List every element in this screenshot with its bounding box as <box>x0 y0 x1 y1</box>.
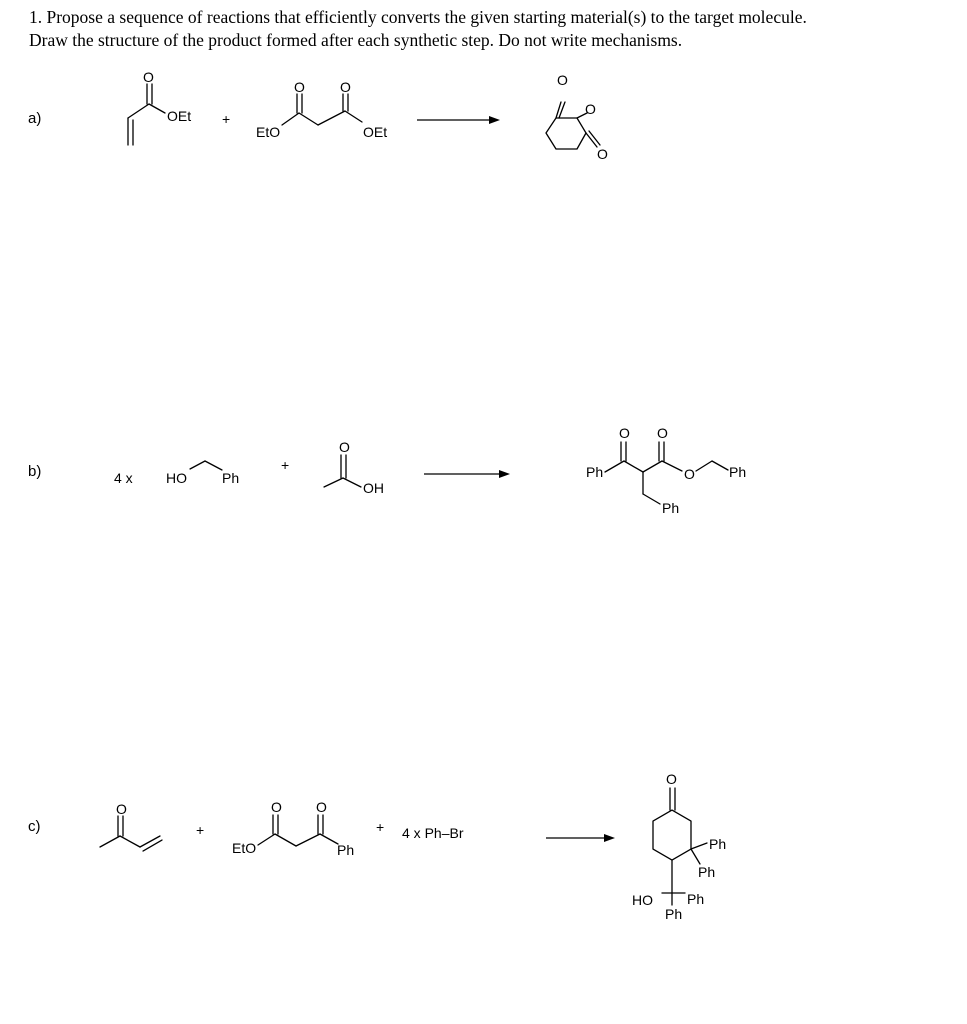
atom-ph: Ph <box>586 464 603 480</box>
atom-ph: Ph <box>665 906 682 922</box>
atom-o: O <box>294 79 305 95</box>
part-a-diethyl-malonate: O O EtO OEt <box>256 79 387 140</box>
question-text: 1. Propose a sequence of reactions that … <box>29 6 949 52</box>
part-c: c) O + O O EtO Ph + 4 x P <box>28 771 726 922</box>
atom-o: O <box>143 69 154 85</box>
atom-o: O <box>557 72 568 88</box>
part-c-plus-1: + <box>196 822 204 838</box>
part-a-arrow <box>417 116 500 124</box>
atom-ho: HO <box>632 892 653 908</box>
part-b: b) 4 x HO Ph + O OH <box>28 425 746 516</box>
part-c-label: c) <box>28 818 41 835</box>
atom-o: O <box>316 799 327 815</box>
atom-ph: Ph <box>709 836 726 852</box>
atom-o: O <box>340 79 351 95</box>
part-a-ethyl-acrylate: O OEt <box>127 69 191 146</box>
atom-oh: OH <box>363 480 384 496</box>
atom-o: O <box>339 439 350 455</box>
part-c-enone: O <box>99 801 163 852</box>
part-b-plus: + <box>281 457 289 473</box>
part-c-product: O Ph Ph HO Ph Ph <box>632 771 726 922</box>
part-b-product: O O O Ph Ph Ph <box>586 425 746 516</box>
part-a-plus: + <box>222 111 230 127</box>
part-c-ketoester: O O EtO Ph <box>232 799 354 858</box>
atom-ph: Ph <box>222 470 239 486</box>
question-line-2: Draw the structure of the product formed… <box>29 30 683 50</box>
part-b-arrow <box>424 470 510 478</box>
atom-o: O <box>271 799 282 815</box>
part-b-multiplier: 4 x <box>114 470 133 486</box>
part-a-label: a) <box>28 110 41 127</box>
atom-ph: Ph <box>698 864 715 880</box>
atom-oet: OEt <box>363 124 387 140</box>
atom-ho: HO <box>166 470 187 486</box>
part-c-phenyl-bromide: 4 x Ph–Br <box>402 825 464 841</box>
part-a: a) O OEt + O O EtO OEt <box>28 69 608 162</box>
atom-ph: Ph <box>687 891 704 907</box>
atom-ph: Ph <box>337 842 354 858</box>
atom-o: O <box>585 101 596 117</box>
atom-eto: EtO <box>256 124 280 140</box>
atom-o: O <box>116 801 127 817</box>
part-c-plus-2: + <box>376 819 384 835</box>
atom-oet: OEt <box>167 108 191 124</box>
question-line-1: 1. Propose a sequence of reactions that … <box>29 7 807 27</box>
atom-o: O <box>619 425 630 441</box>
atom-o: O <box>666 771 677 787</box>
part-b-label: b) <box>28 463 41 480</box>
atom-eto: EtO <box>232 840 256 856</box>
atom-ph: Ph <box>729 464 746 480</box>
part-c-arrow <box>546 834 615 842</box>
part-a-product: O O O <box>545 72 608 162</box>
part-b-phenylethanol: HO Ph <box>166 460 239 486</box>
atom-o: O <box>657 425 668 441</box>
atom-o: O <box>597 146 608 162</box>
part-b-propanoic-acid: O OH <box>323 439 384 496</box>
atom-o: O <box>684 466 695 482</box>
atom-ph: Ph <box>662 500 679 516</box>
